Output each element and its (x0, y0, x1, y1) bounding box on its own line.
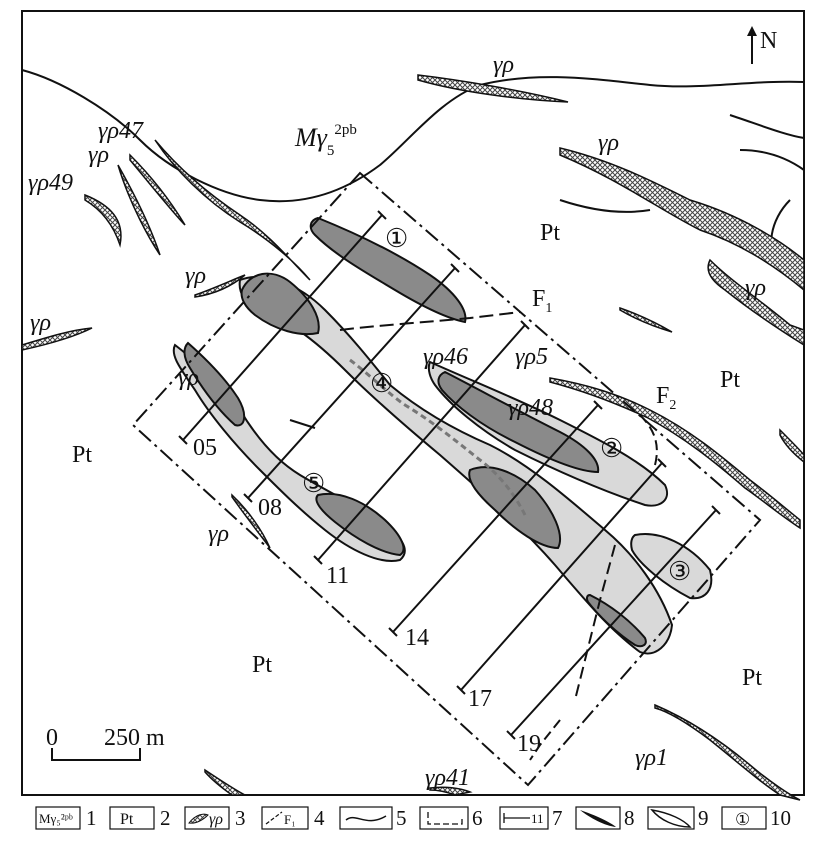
dike-label: γρ (88, 142, 109, 168)
legend-number: 10 (770, 806, 791, 830)
fault-label-f2: F2 (656, 383, 676, 413)
unit-label-pt: Pt (72, 442, 92, 468)
orebody-number: ① (385, 224, 408, 253)
faults-layer (289, 311, 658, 761)
legend-symbol-boundary (427, 812, 463, 825)
legend-number: 2 (160, 806, 171, 830)
legend-symbol-parent: Mγ₅²ᵖᵇ (39, 811, 73, 826)
dike-label: γρ (598, 130, 619, 156)
exploration-line-number: 14 (405, 625, 429, 651)
legend-number: 1 (86, 806, 97, 830)
unit-label-pt: Pt (252, 652, 272, 678)
legend-number: 7 (552, 806, 563, 830)
dike-label: γρ (208, 521, 229, 547)
legend-number: 4 (314, 806, 325, 830)
orebody-number: ② (600, 434, 623, 463)
dike-label: γρ1 (635, 745, 668, 771)
unit-label-pt: Pt (720, 367, 740, 393)
legend-number: 6 (472, 806, 483, 830)
orebody-number: ④ (370, 369, 393, 398)
dike-label: γρ46 (423, 344, 468, 370)
legend-number: 9 (698, 806, 709, 830)
fault-label-f1: F1 (532, 286, 552, 316)
scale-length: 250 m (104, 725, 165, 751)
exploration-area-boundary (131, 171, 762, 787)
legend-symbol-pt: Pt (120, 811, 134, 828)
exploration-line-number: 17 (468, 686, 492, 712)
dike-label: γρ (493, 52, 514, 78)
dike-label: γρ (178, 365, 199, 391)
legend-symbol-fault: F₁ (284, 812, 296, 827)
orebody-number: ⑤ (302, 469, 325, 498)
dike-label: γρ (30, 310, 51, 336)
dike-label: γρ (185, 263, 206, 289)
unit-label-pt: Pt (742, 665, 762, 691)
legend-symbol-rich-ore (580, 810, 616, 827)
dike-label: γρ5 (515, 344, 548, 370)
dike-label: γρ49 (28, 170, 73, 196)
dike-label: γρ48 (508, 395, 553, 421)
legend-symbol-dike: γρ (209, 811, 223, 828)
exploration-line-number: 11 (326, 563, 349, 589)
north-arrow: N (747, 26, 777, 64)
legend-number: 3 (235, 806, 246, 830)
legend: Mγ₅²ᵖᵇ 1 Pt 2 γρ 3 F₁ 4 5 6 11 7 8 (35, 806, 791, 830)
dike-label: γρ41 (425, 765, 470, 791)
legend-number: 8 (624, 806, 635, 830)
legend-symbol-contact (345, 815, 387, 822)
unit-label-parent-intrusion: Mγ52pb (294, 122, 357, 159)
legend-symbol-orebody-number: ① (735, 810, 750, 829)
scale-zero: 0 (46, 725, 58, 751)
rich-ore-bodies (183, 216, 647, 648)
north-label: N (760, 28, 777, 54)
exploration-lines (178, 210, 721, 740)
exploration-line-number: 08 (258, 495, 282, 521)
scale-bar: 0 250 m (46, 725, 165, 761)
exploration-line-number: 05 (193, 435, 217, 461)
legend-number: 5 (396, 806, 407, 830)
legend-symbol-line: 11 (531, 811, 544, 826)
dikes-layer (21, 74, 805, 801)
unit-label-pt: Pt (540, 220, 560, 246)
legend-symbol-lean-ore (650, 808, 692, 828)
exploration-line-number: 19 (517, 731, 541, 757)
orebody-number: ③ (668, 557, 691, 586)
dike-label: γρ (745, 275, 766, 301)
dike-label: γρ47 (98, 118, 144, 144)
